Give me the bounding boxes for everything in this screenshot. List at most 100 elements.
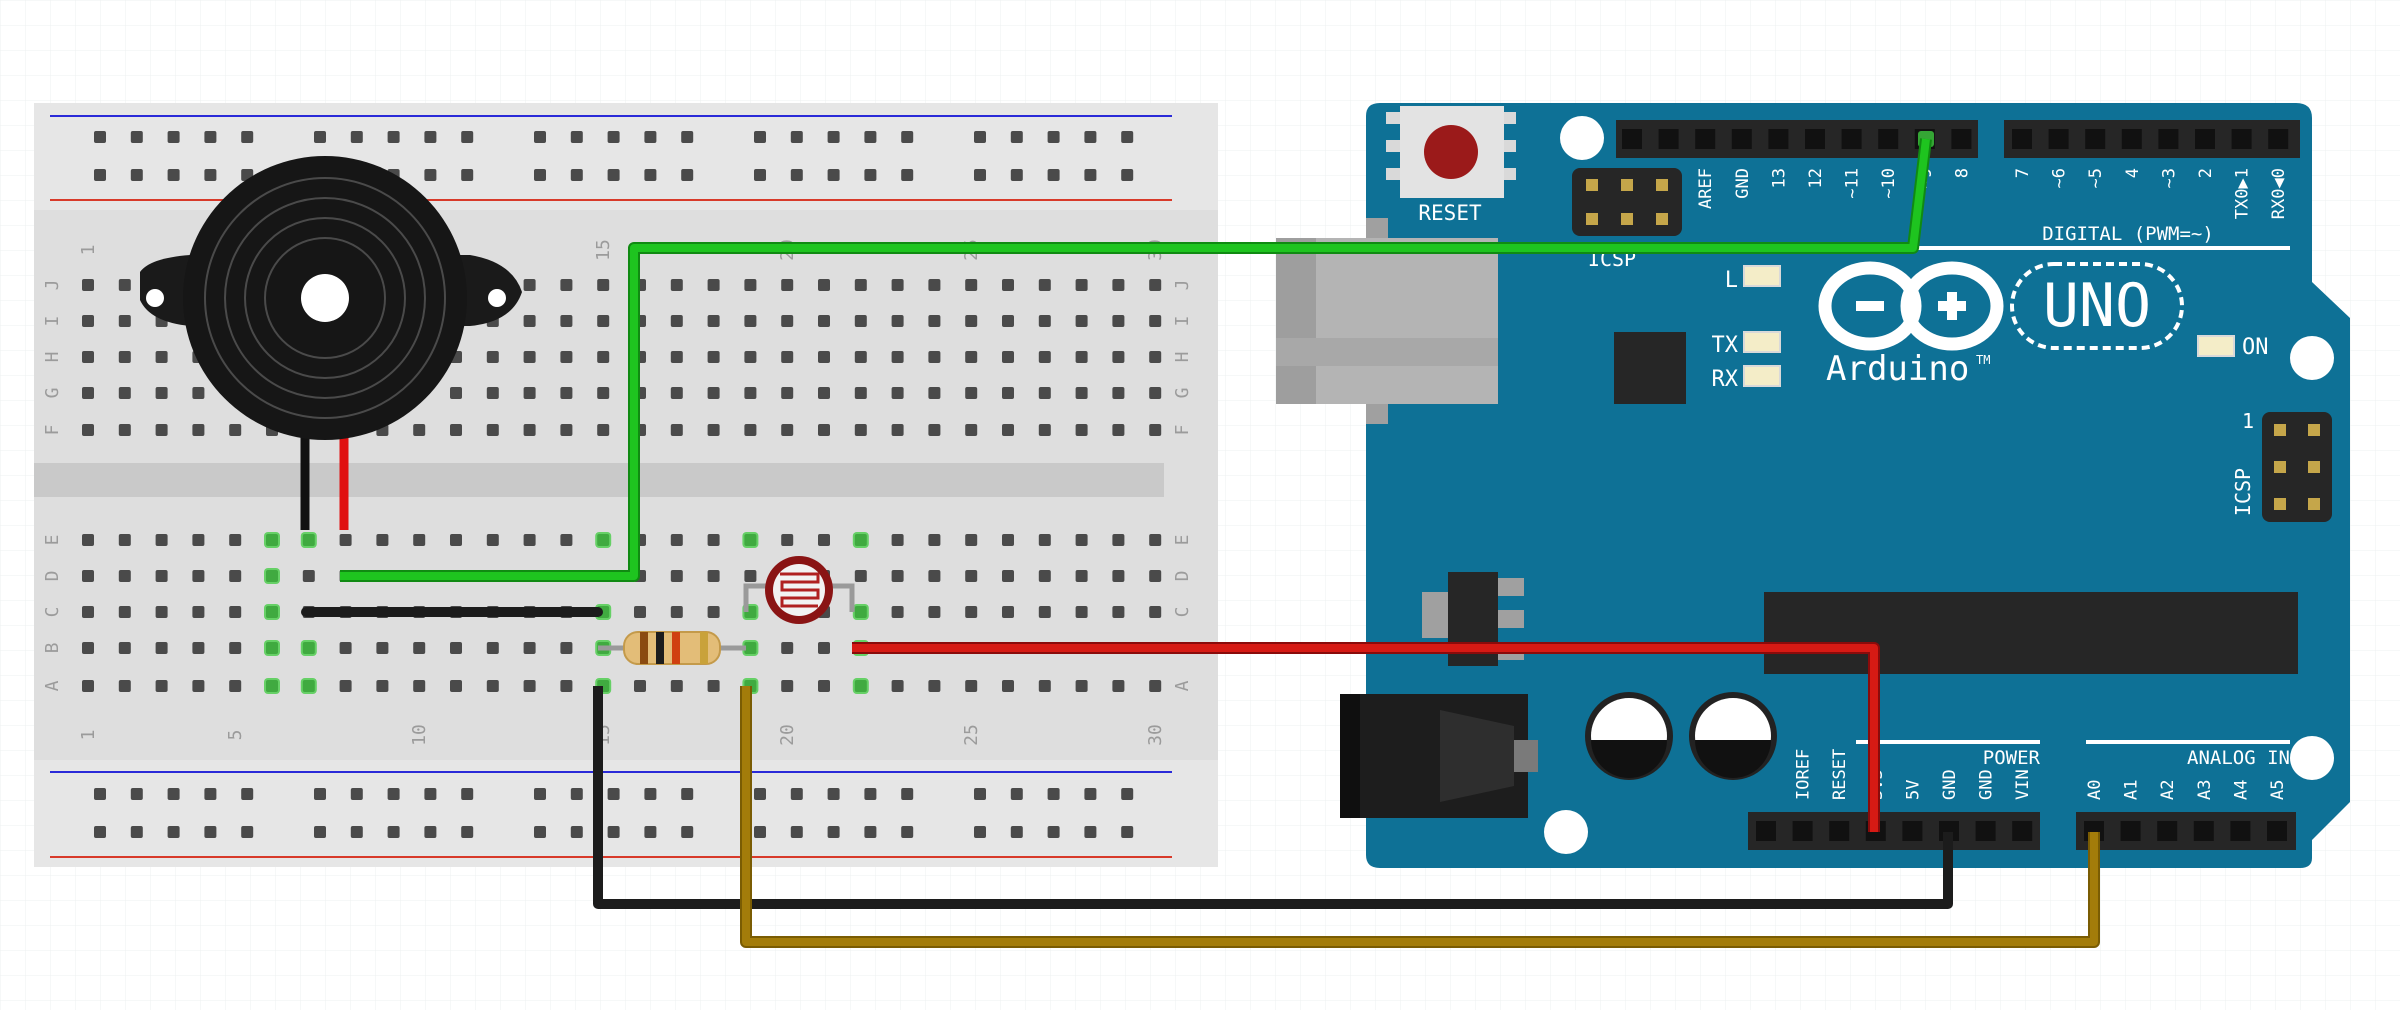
- breadboard-hole[interactable]: [1002, 570, 1014, 582]
- power-rail-hole[interactable]: [827, 131, 840, 143]
- breadboard-hole[interactable]: [155, 606, 168, 618]
- power-rail-hole[interactable]: [387, 788, 400, 800]
- breadboard-hole[interactable]: [118, 315, 131, 327]
- power-rail-hole[interactable]: [130, 131, 143, 143]
- breadboard-hole[interactable]: [928, 534, 941, 546]
- breadboard-hole[interactable]: [560, 315, 573, 327]
- power-rail-hole[interactable]: [1121, 169, 1134, 181]
- power-rail-hole[interactable]: [1084, 788, 1097, 800]
- breadboard-hole[interactable]: [707, 680, 720, 692]
- header-pin-socket[interactable]: [2231, 129, 2252, 149]
- power-rail-hole[interactable]: [534, 826, 546, 838]
- breadboard-hole[interactable]: [192, 680, 205, 692]
- breadboard-hole[interactable]: [1002, 680, 1014, 692]
- breadboard-hole[interactable]: [670, 570, 683, 582]
- header-pin-socket[interactable]: [2012, 129, 2032, 149]
- power-rail-hole[interactable]: [387, 131, 400, 143]
- breadboard-hole[interactable]: [82, 642, 94, 654]
- breadboard-hole[interactable]: [1149, 424, 1162, 436]
- breadboard-hole[interactable]: [707, 351, 720, 363]
- breadboard-hole[interactable]: [560, 279, 573, 291]
- header-pin-socket[interactable]: [2121, 129, 2142, 149]
- breadboard-hole[interactable]: [744, 315, 757, 327]
- photoresistor[interactable]: [743, 556, 855, 624]
- breadboard-hole[interactable]: [818, 642, 830, 654]
- breadboard-hole[interactable]: [450, 642, 462, 654]
- power-rail-hole[interactable]: [790, 826, 803, 838]
- power-rail-hole[interactable]: [1121, 788, 1134, 800]
- breadboard-hole[interactable]: [413, 642, 426, 654]
- breadboard-hole[interactable]: [229, 680, 242, 692]
- breadboard-hole[interactable]: [413, 680, 426, 692]
- power-rail-hole[interactable]: [424, 826, 437, 838]
- breadboard-hole[interactable]: [854, 570, 867, 582]
- power-rail-hole[interactable]: [204, 788, 217, 800]
- power-rail-hole[interactable]: [424, 788, 437, 800]
- breadboard-hole[interactable]: [1002, 606, 1014, 618]
- breadboard-hole[interactable]: [118, 642, 131, 654]
- reset-button-cap[interactable]: [1424, 125, 1478, 179]
- breadboard-hole[interactable]: [523, 351, 536, 363]
- breadboard-hole[interactable]: [450, 424, 462, 436]
- header-pin-socket[interactable]: [2268, 129, 2289, 149]
- breadboard-hole[interactable]: [450, 387, 462, 399]
- breadboard-hole[interactable]: [965, 570, 978, 582]
- power-rail-hole[interactable]: [461, 131, 474, 143]
- breadboard-hole[interactable]: [1075, 315, 1088, 327]
- breadboard-hole[interactable]: [1149, 351, 1162, 363]
- power-rail-hole[interactable]: [644, 788, 657, 800]
- breadboard-hole[interactable]: [891, 424, 904, 436]
- power-rail-hole[interactable]: [754, 826, 766, 838]
- breadboard-hole[interactable]: [413, 424, 426, 436]
- breadboard-hole[interactable]: [707, 279, 720, 291]
- breadboard-hole[interactable]: [670, 606, 683, 618]
- breadboard-hole[interactable]: [1002, 315, 1014, 327]
- power-rail-hole[interactable]: [1047, 826, 1060, 838]
- breadboard-hole[interactable]: [965, 315, 978, 327]
- breadboard-hole[interactable]: [155, 570, 168, 582]
- breadboard-hole[interactable]: [192, 424, 205, 436]
- breadboard-hole[interactable]: [560, 680, 573, 692]
- breadboard-hole[interactable]: [560, 534, 573, 546]
- power-rail-hole[interactable]: [1047, 131, 1060, 143]
- power-rail-hole[interactable]: [974, 788, 986, 800]
- breadboard-hole[interactable]: [118, 570, 131, 582]
- breadboard-hole[interactable]: [597, 315, 610, 327]
- breadboard-hole[interactable]: [1038, 424, 1051, 436]
- breadboard-hole[interactable]: [891, 387, 904, 399]
- breadboard-hole[interactable]: [413, 534, 426, 546]
- power-rail-hole[interactable]: [241, 131, 254, 143]
- power-rail-hole[interactable]: [94, 169, 106, 181]
- header-pin-socket[interactable]: [2157, 821, 2178, 841]
- power-rail-hole[interactable]: [204, 169, 217, 181]
- breadboard-hole[interactable]: [1112, 534, 1125, 546]
- wire-brown-a0[interactable]: [742, 686, 2098, 946]
- header-pin-socket[interactable]: [1731, 129, 1752, 149]
- resistor[interactable]: [598, 631, 746, 665]
- breadboard-hole[interactable]: [1112, 387, 1125, 399]
- power-rail-hole[interactable]: [974, 131, 986, 143]
- power-rail-hole[interactable]: [424, 169, 437, 181]
- breadboard-hole[interactable]: [1038, 680, 1051, 692]
- breadboard-hole[interactable]: [155, 387, 168, 399]
- header-pin-socket[interactable]: [1878, 129, 1899, 149]
- breadboard-hole[interactable]: [229, 534, 242, 546]
- breadboard-hole[interactable]: [155, 351, 168, 363]
- breadboard-hole[interactable]: [818, 315, 830, 327]
- breadboard-hole[interactable]: [118, 279, 131, 291]
- breadboard-hole[interactable]: [707, 570, 720, 582]
- power-rail-hole[interactable]: [901, 169, 914, 181]
- power-rail-hole[interactable]: [681, 131, 694, 143]
- breadboard-hole[interactable]: [1149, 279, 1162, 291]
- breadboard-hole[interactable]: [597, 424, 610, 436]
- breadboard-hole[interactable]: [1038, 387, 1051, 399]
- power-rail-hole[interactable]: [901, 131, 914, 143]
- breadboard-hole[interactable]: [670, 424, 683, 436]
- power-rail-hole[interactable]: [864, 788, 877, 800]
- power-rail-hole[interactable]: [827, 169, 840, 181]
- power-rail-hole[interactable]: [424, 131, 437, 143]
- power-rail-hole[interactable]: [681, 788, 694, 800]
- power-rail-hole[interactable]: [644, 131, 657, 143]
- breadboard-hole[interactable]: [928, 351, 941, 363]
- breadboard-hole[interactable]: [486, 642, 499, 654]
